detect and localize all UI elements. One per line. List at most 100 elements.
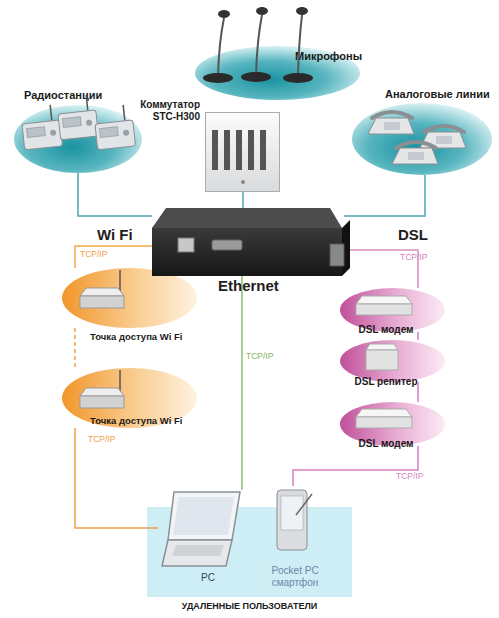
node-label: DSL модем (340, 324, 432, 336)
antenna (123, 105, 125, 121)
box-node: PC (158, 488, 242, 568)
ellipse-shape (14, 105, 142, 173)
slot (248, 130, 254, 170)
protocol-label: TCP/IP (80, 250, 107, 259)
phone (392, 142, 438, 164)
node-label: PC (188, 572, 228, 584)
ethernet-wire (241, 276, 243, 490)
ellipse-shape (340, 340, 445, 382)
device-top (152, 208, 342, 228)
radio-station (20, 104, 62, 150)
phone-body (368, 118, 414, 134)
radio-panel (27, 127, 46, 138)
device-front (152, 228, 342, 276)
node-label: Pocket PC смартфон (262, 565, 328, 589)
microphone (203, 10, 233, 83)
dsl-wire (344, 250, 418, 288)
phone-handset (396, 142, 436, 148)
stylus (296, 494, 312, 515)
access-point (80, 370, 124, 408)
repeater-top (366, 344, 398, 350)
modem-top (356, 409, 412, 417)
switch-slots (212, 130, 266, 184)
node-label: Точка доступа Wi Fi (90, 415, 200, 426)
ellipse-node: DSL репитер (340, 340, 445, 382)
link-name: Ethernet (218, 278, 279, 295)
switch-led (241, 180, 245, 184)
ellipse-outline (352, 103, 492, 175)
box-node: Pocket PC смартфон (272, 486, 314, 558)
mic-base (203, 73, 233, 83)
radio-body (22, 120, 63, 150)
slot (236, 130, 242, 170)
node-label: Коммутатор STC-H300 (126, 99, 200, 123)
phone-handset (424, 126, 464, 132)
ethernet-port (178, 238, 194, 252)
ellipse-node: DSL модем (340, 402, 445, 446)
node-label: УДАЛЕННЫЕ ПОЛЬЗОВАТЕЛИ (147, 601, 352, 612)
ellipse-node: Точка доступа Wi Fi (62, 268, 197, 328)
laptop-display (173, 497, 234, 535)
switch-wire (242, 192, 244, 210)
modem-body (356, 304, 412, 315)
ellipse-outline (340, 340, 445, 382)
ellipse-outline (62, 268, 197, 328)
microphone (283, 7, 313, 83)
phone-handset (372, 112, 412, 118)
phone-keys (436, 136, 452, 144)
node-label: Аналоговые линии (385, 88, 495, 101)
modem-body (356, 417, 412, 428)
network-link (293, 446, 418, 486)
radio-station (93, 104, 135, 150)
node-label: DSL модем (340, 438, 432, 450)
phone-body (392, 148, 438, 164)
phone (420, 126, 466, 148)
mic-base (283, 73, 313, 83)
ellipse-shape (352, 103, 492, 175)
radio-knob (86, 120, 93, 127)
mic-head (256, 7, 268, 15)
mic-base (241, 72, 271, 82)
radio-knob (50, 130, 57, 137)
dsl-modem (356, 409, 412, 428)
access-point (80, 270, 124, 308)
pda-body (277, 490, 307, 550)
ellipse-node: Микрофоны (195, 46, 360, 100)
ellipse-node: DSL модем (340, 288, 445, 332)
link-name: DSL (398, 227, 428, 244)
antenna (119, 270, 121, 292)
node-label: Точка доступа Wi Fi (90, 331, 200, 342)
ap-body (80, 296, 124, 308)
ellipse-shape (62, 268, 197, 328)
phone-body (420, 132, 466, 148)
ellipse-node: Радиостанции (14, 105, 142, 173)
gateway-device (152, 208, 350, 276)
network-link (74, 328, 76, 368)
radio-panel (100, 127, 119, 138)
laptop-screen (168, 492, 240, 540)
dsl-modem (356, 296, 412, 315)
laptop-base (162, 540, 232, 566)
radio-body (95, 120, 136, 150)
mic-head (218, 10, 230, 18)
node-label: Микрофоны (295, 50, 375, 63)
ellipse-outline (14, 105, 142, 173)
modem-top (356, 296, 412, 304)
network-link (75, 428, 158, 528)
slot (224, 130, 230, 170)
node-label: DSL репитер (340, 376, 432, 388)
serial-port (212, 240, 242, 250)
ellipse-node: Аналоговые линии (352, 103, 492, 175)
radio-wire (78, 173, 152, 216)
dsl-port (330, 244, 344, 266)
laptop (162, 492, 240, 566)
device-side (342, 220, 350, 276)
microphone (241, 7, 271, 82)
network-link (417, 382, 419, 402)
wifi-wire (75, 246, 152, 268)
mic-neck (256, 15, 262, 75)
protocol-label: TCP/IP (246, 352, 273, 361)
radio-station (56, 94, 98, 140)
ap-top (80, 388, 124, 396)
phone (368, 112, 414, 134)
